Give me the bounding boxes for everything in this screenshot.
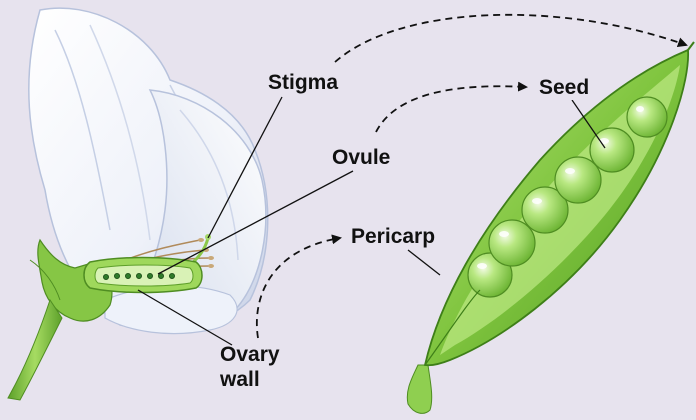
development-arrows [256, 13, 688, 339]
leader-stigma [207, 96, 283, 239]
pea-pod [406, 41, 695, 414]
leader-pericarp [407, 249, 441, 276]
label-ovary-wall-line2: wall [220, 368, 260, 391]
label-seed: Seed [537, 76, 592, 100]
flower-ovules [103, 272, 175, 280]
flower-stem [7, 298, 63, 401]
label-ovule: Ovule [330, 146, 393, 170]
pea [554, 156, 602, 204]
arrow-stigma-to-pod-tip [334, 13, 688, 63]
arrow-ovule-to-seed [375, 81, 528, 133]
pea-flower [7, 7, 269, 401]
leader-ovule [157, 170, 354, 275]
pea [488, 219, 536, 267]
pea [521, 186, 569, 234]
flower-ovary-cavity [94, 264, 194, 287]
leader-seed [571, 99, 606, 149]
label-ovary-wall-line1: Ovary [220, 343, 280, 366]
leader-ovary-wall [137, 289, 233, 346]
pod-stalk [406, 364, 433, 414]
label-pericarp: Pericarp [349, 225, 438, 249]
label-stigma: Stigma [266, 71, 341, 95]
pea [626, 96, 668, 138]
arrow-ovary-wall-to-pericarp [256, 234, 342, 339]
label-ovary-wall: Ovary wall [218, 342, 282, 392]
pea [589, 127, 635, 173]
flower-calyx [37, 238, 113, 322]
leader-lines [137, 96, 606, 346]
